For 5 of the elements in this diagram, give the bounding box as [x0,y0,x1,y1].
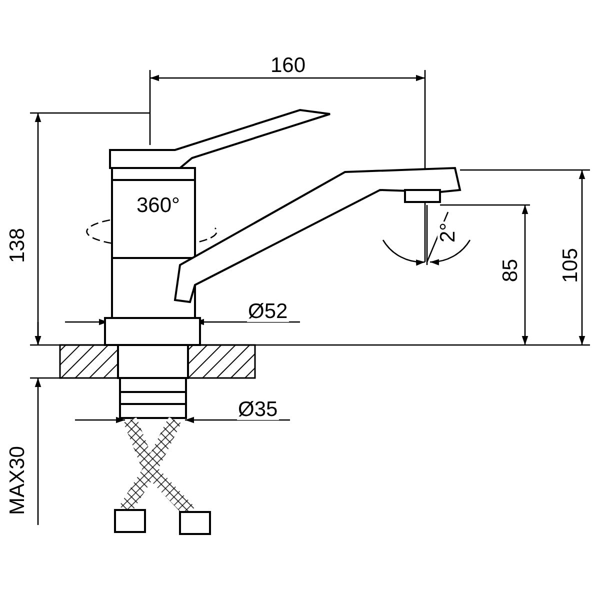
dimension-label: Ø35 [237,398,279,420]
dimension-label: MAX30 [6,444,28,516]
dimension-label: 360° [136,194,181,216]
dimension-label: Ø52 [247,300,289,322]
dimension-label: 160 [270,54,307,76]
